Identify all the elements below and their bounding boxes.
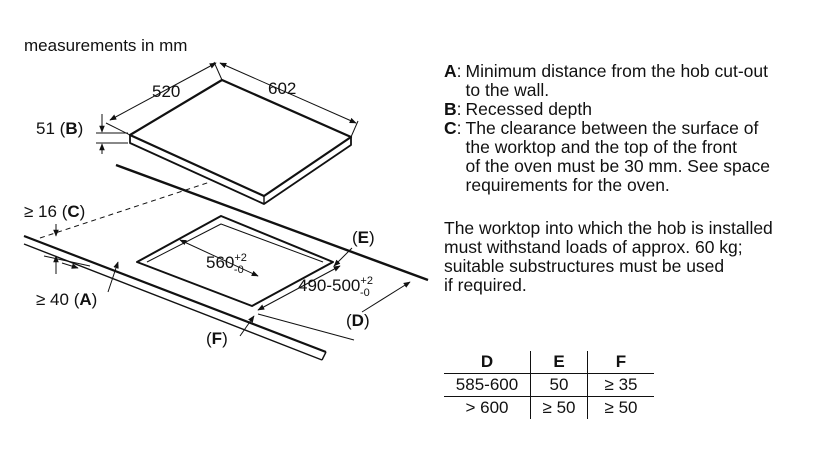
table-header: D	[444, 351, 531, 374]
cut-out	[136, 215, 334, 307]
note-b: B: Recessed depth	[444, 99, 592, 119]
installation-diagram: measurements in mm 520 602 51 (B)	[23, 36, 429, 361]
table-cell: 50	[530, 373, 588, 397]
dim-520: 520	[152, 82, 180, 101]
table-cell: > 600	[444, 396, 531, 419]
note-a: A: Minimum distance from the hob cut-out…	[444, 61, 769, 100]
dim-f-label: (F)	[206, 329, 228, 348]
dim-51-label: 51 (B)	[36, 119, 83, 138]
legend-notes: A: Minimum distance from the hob cut-out…	[444, 62, 824, 195]
table-cell: ≥ 35	[587, 373, 654, 397]
dim-d-label: (D)	[346, 311, 370, 330]
clearance-marker	[43, 224, 91, 274]
table-header: E	[530, 351, 588, 374]
wall-distance-marker	[61, 261, 119, 293]
note-a-key: A	[444, 61, 457, 81]
dim-f-marker	[239, 315, 255, 337]
requirements-table: D E F 585-600 50 ≥ 35 > 600 ≥ 50 ≥ 50	[444, 351, 654, 419]
table-cell: ≥ 50	[530, 396, 588, 419]
note-b-key: B	[444, 99, 457, 119]
table-row: 585-600 50 ≥ 35	[444, 373, 654, 397]
note-a-text: Minimum distance from the hob cut-out to…	[465, 61, 769, 100]
cutout-width-dim	[179, 239, 259, 277]
recess-depth-marker	[96, 114, 128, 154]
dim-602: 602	[268, 79, 296, 98]
worktop-load-note: The worktop into which the hob is instal…	[444, 218, 773, 295]
table-row: > 600 ≥ 50 ≥ 50	[444, 396, 654, 419]
dim-e-label: (E)	[352, 228, 375, 247]
dim-490-500: 490-500+2-0	[298, 275, 373, 299]
dim-e-marker	[333, 247, 353, 267]
dim-c-label: ≥ 16 (C)	[24, 202, 85, 221]
dim-a-label: ≥ 40 (A)	[36, 290, 97, 309]
worktop	[23, 163, 429, 361]
dim-560: 560+2-0	[206, 252, 247, 276]
table-header: F	[587, 351, 654, 374]
cutout-depth-dim	[257, 265, 341, 311]
note-b-text: Recessed depth	[465, 99, 592, 119]
measurements-title: measurements in mm	[24, 36, 187, 55]
dim-d-marker	[257, 281, 411, 341]
note-c-key: C	[444, 118, 457, 138]
note-c: C: The clearance between the surface of …	[444, 118, 770, 195]
note-c-text: The clearance between the surface of the…	[465, 118, 770, 195]
table-cell: 585-600	[444, 373, 531, 397]
table-header-row: D E F	[444, 351, 654, 374]
table-cell: ≥ 50	[604, 398, 638, 417]
